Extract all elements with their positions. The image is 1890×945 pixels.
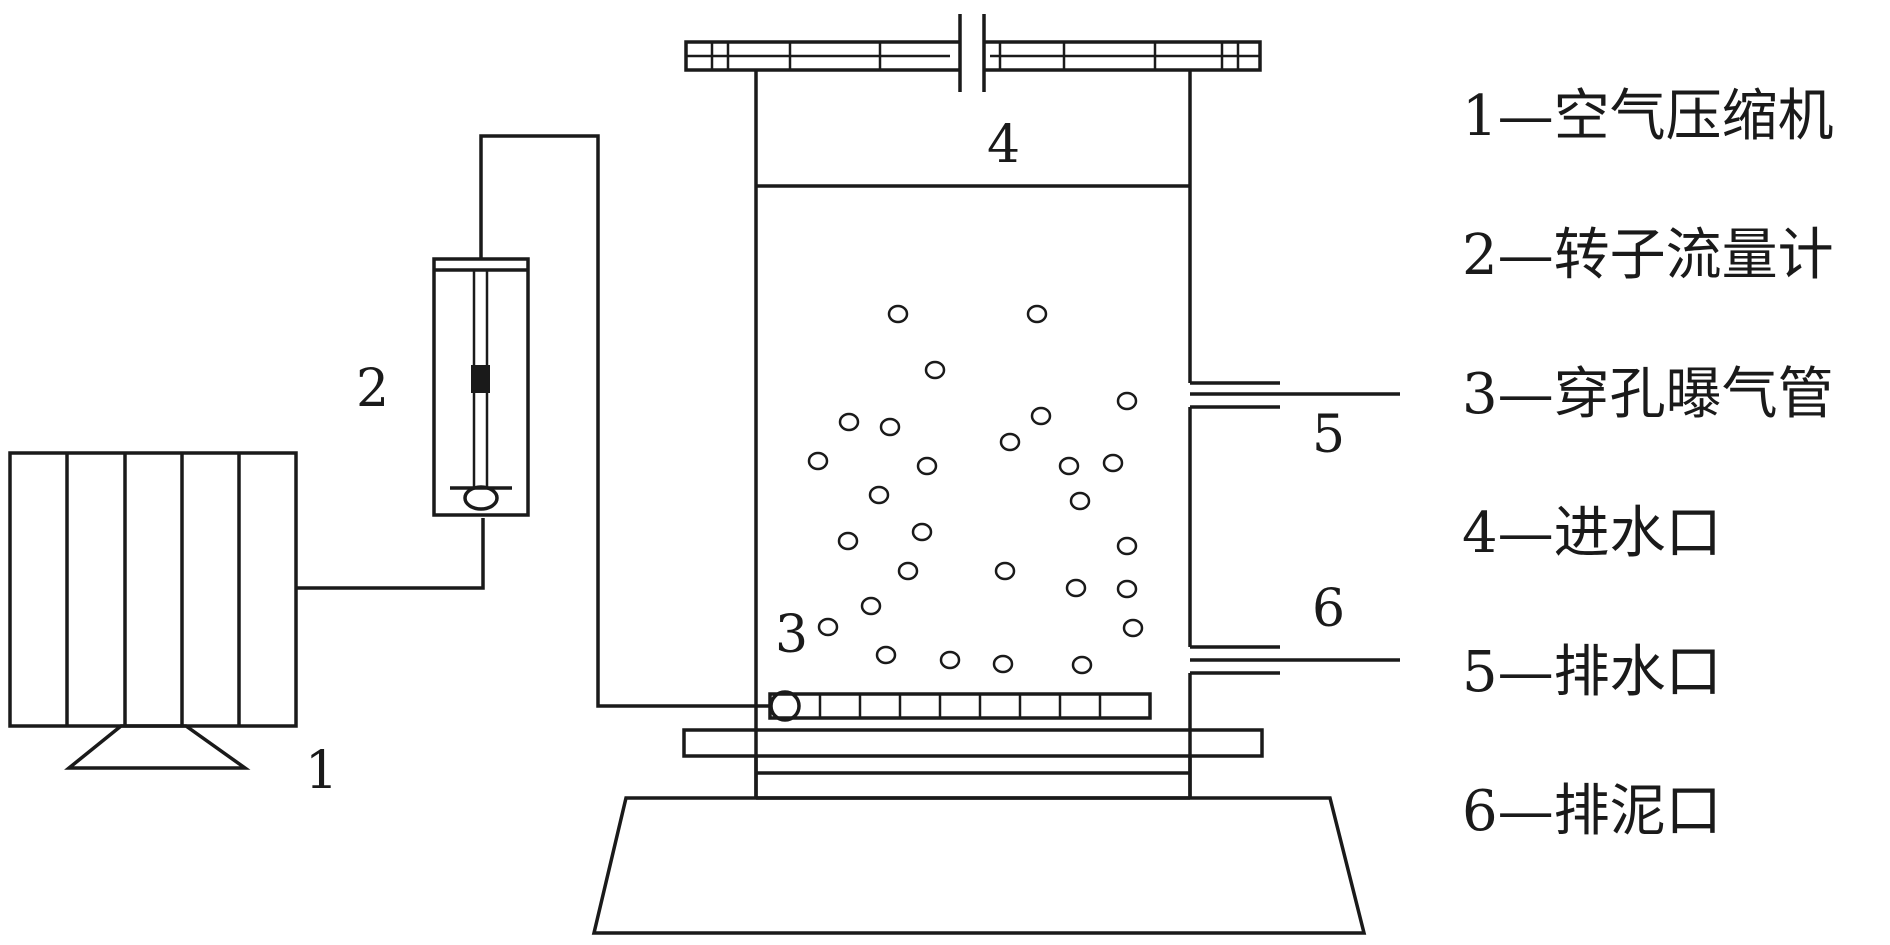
rotameter (432, 257, 530, 517)
air-bubble (807, 451, 829, 471)
air-bubble (875, 645, 897, 665)
air-pipe-1 (296, 518, 485, 590)
air-bubble (1030, 406, 1052, 426)
legend-item: 3—穿孔曝气管 (1462, 362, 1834, 427)
water-outlet-nozzle (1190, 381, 1400, 409)
legend-item: 5—排水口 (1462, 640, 1722, 705)
air-bubble (939, 650, 961, 670)
air-bubble (1026, 304, 1048, 324)
air-bubble (1071, 655, 1093, 675)
air-bubble (992, 654, 1014, 674)
label-compressor: 1 (305, 741, 338, 801)
air-compressor (8, 451, 298, 770)
legend-item: 6—排泥口 (1462, 779, 1722, 844)
reactor-column (754, 70, 1192, 798)
air-bubble (916, 456, 938, 476)
air-bubble (1116, 391, 1138, 411)
air-bubble (838, 412, 860, 432)
legend-item: 4—进水口 (1462, 501, 1722, 566)
air-bubble (879, 417, 901, 437)
legend-item: 1—空气压缩机 (1462, 84, 1834, 149)
air-bubble (897, 561, 919, 581)
air-bubble (837, 531, 859, 551)
reactor-base (591, 728, 1367, 935)
air-pipe-2 (479, 134, 770, 708)
air-bubble (1069, 491, 1091, 511)
sludge-outlet-nozzle (1190, 645, 1400, 675)
label-aeration-pipe: 3 (775, 605, 808, 665)
air-bubble (999, 432, 1021, 452)
air-bubble (860, 596, 882, 616)
air-bubble (911, 522, 933, 542)
air-bubble (1102, 453, 1124, 473)
air-bubble (868, 485, 890, 505)
label-water-outlet: 5 (1312, 405, 1345, 465)
label-sludge-outlet: 6 (1312, 579, 1345, 639)
air-bubble (887, 304, 909, 324)
air-bubble (1065, 578, 1087, 598)
label-water-inlet: 4 (987, 115, 1020, 175)
air-bubble (1116, 536, 1138, 556)
air-bubble (817, 617, 839, 637)
top-flange (684, 14, 1262, 94)
air-bubbles (807, 304, 1144, 675)
legend: 1—空气压缩机 2—转子流量计 3—穿孔曝气管 4—进水口 5—排水口 6—排泥… (1462, 72, 1882, 906)
perforated-aeration-pipe (768, 690, 1152, 722)
label-flowmeter: 2 (356, 359, 389, 419)
air-bubble (1122, 618, 1144, 638)
air-bubble (994, 561, 1016, 581)
air-bubble (924, 360, 946, 380)
air-bubble (1058, 456, 1080, 476)
legend-item: 2—转子流量计 (1462, 223, 1834, 288)
air-bubble (1116, 579, 1138, 599)
